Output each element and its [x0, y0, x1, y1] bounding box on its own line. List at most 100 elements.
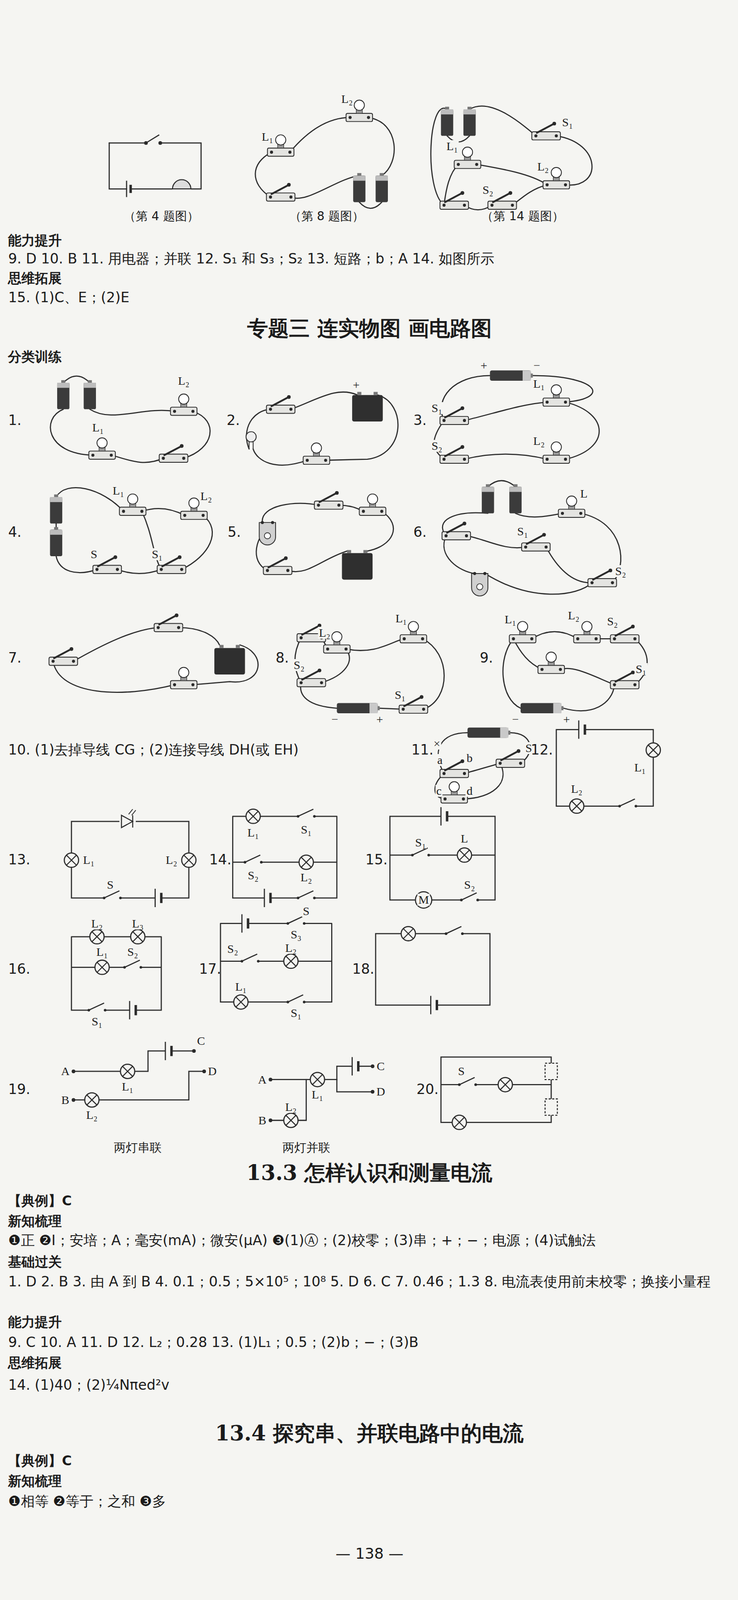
led-leg [252, 442, 254, 450]
lamp-base [400, 635, 427, 644]
figure-label: S₂ [292, 659, 306, 672]
battery-band [509, 486, 522, 492]
figure-label: S₂ [606, 615, 620, 628]
figure-caption: （第 8 题图） [288, 210, 366, 223]
lamp-cross [92, 931, 103, 943]
terminal [457, 163, 461, 167]
figure-label: S₁ [150, 548, 164, 561]
lamp-cross [92, 931, 103, 943]
lamp-cross [459, 850, 470, 861]
battery-cap [88, 380, 93, 383]
cell-plate-short [129, 184, 132, 193]
terminal [519, 762, 523, 766]
lamp-cross [86, 1095, 97, 1107]
switch-symbol [297, 809, 314, 817]
answer-text: ❶正 ❷I；安培；A；毫安(mA)；微安(μA) ❸(1)Ⓐ；(2)校零；(3)… [7, 1231, 596, 1251]
section-label: 新知梳理 [7, 1212, 62, 1232]
lamp-cross [647, 745, 659, 756]
wire [368, 117, 395, 176]
figure-label: d [465, 785, 474, 798]
wire [178, 628, 220, 646]
wire [513, 639, 542, 670]
answer-text: 19. [7, 1080, 31, 1100]
cell-plate-long [351, 1057, 353, 1077]
figure-label: L [460, 832, 470, 845]
wire-gap [461, 898, 478, 904]
wire [297, 1080, 306, 1121]
battery-post [219, 645, 224, 649]
terminal [442, 203, 446, 207]
battery-band [500, 728, 509, 739]
figure-label: S₂ [481, 184, 495, 196]
wire [563, 685, 615, 712]
figure-label: L₁ [95, 946, 109, 959]
lamp-bulb [188, 498, 200, 509]
wire [160, 143, 201, 189]
terminal [613, 637, 617, 641]
relay-symbol [545, 1063, 558, 1081]
lamp-bulb [566, 496, 577, 507]
figure-label: − [532, 359, 542, 372]
lamp-cross [122, 1066, 133, 1078]
figure-caption: （第 14 题图） [480, 210, 565, 223]
terminal [286, 569, 290, 573]
lamp-bulb [551, 442, 562, 453]
lamp-cross [647, 745, 659, 756]
figure-caption: 两灯串联 [112, 1142, 163, 1155]
lamp-symbol [64, 853, 79, 868]
battery-band [481, 486, 495, 492]
wire [422, 639, 445, 710]
wire [287, 551, 348, 573]
switch-knob [608, 568, 613, 573]
switch-knob [419, 695, 424, 699]
answer-text: 18. [352, 960, 375, 980]
battery-cap [445, 106, 450, 110]
section-heading: 13.4 探究串、并联电路中的电流 [215, 1420, 525, 1449]
terminal [464, 534, 468, 538]
battery-cell [353, 175, 366, 202]
figure-label: L₂ [90, 918, 104, 930]
battery-cap [508, 731, 511, 736]
figure-label: S₂ [462, 879, 476, 892]
answer-text: 17. [198, 960, 222, 980]
lamp-bulb [127, 494, 139, 505]
wire-gap [89, 1008, 106, 1014]
lamp-cross [122, 1066, 133, 1078]
wire [444, 536, 475, 574]
terminal [337, 503, 341, 507]
section-label: 思维拓展 [7, 1354, 62, 1374]
lamp-bulb [331, 632, 343, 643]
answer-text: 7. [7, 648, 22, 668]
switch-contact [260, 861, 263, 864]
terminal [367, 115, 370, 119]
battery-cell [83, 382, 96, 410]
answer-text: 11. [411, 740, 434, 760]
switch-pivot [444, 932, 448, 936]
switch-symbol [297, 891, 314, 899]
terminal [490, 203, 494, 207]
lamp-bulb [178, 667, 189, 679]
battery-cell [50, 530, 63, 557]
switch-lever [97, 557, 116, 567]
switch-knob [335, 491, 339, 495]
wire [441, 1057, 552, 1123]
figure-label: L₁ [394, 612, 408, 625]
wire [246, 409, 271, 450]
section-label: 基础过关 [7, 1253, 62, 1273]
wire [290, 175, 360, 199]
terminal [576, 637, 580, 641]
terminal [289, 407, 293, 411]
battery-band [50, 497, 63, 503]
figure-label: − [330, 713, 340, 726]
lamp-cross [96, 962, 108, 974]
battery-cap [54, 494, 59, 498]
figure-label: S₁ [90, 1015, 104, 1028]
terminal [462, 458, 466, 462]
figure-label: S₁ [289, 1007, 303, 1020]
terminal [109, 454, 113, 458]
section-label: 分类训练 [7, 347, 62, 367]
switch-symbol [146, 134, 160, 143]
lamp-bulb [551, 384, 562, 396]
lamp-cross [183, 855, 194, 866]
